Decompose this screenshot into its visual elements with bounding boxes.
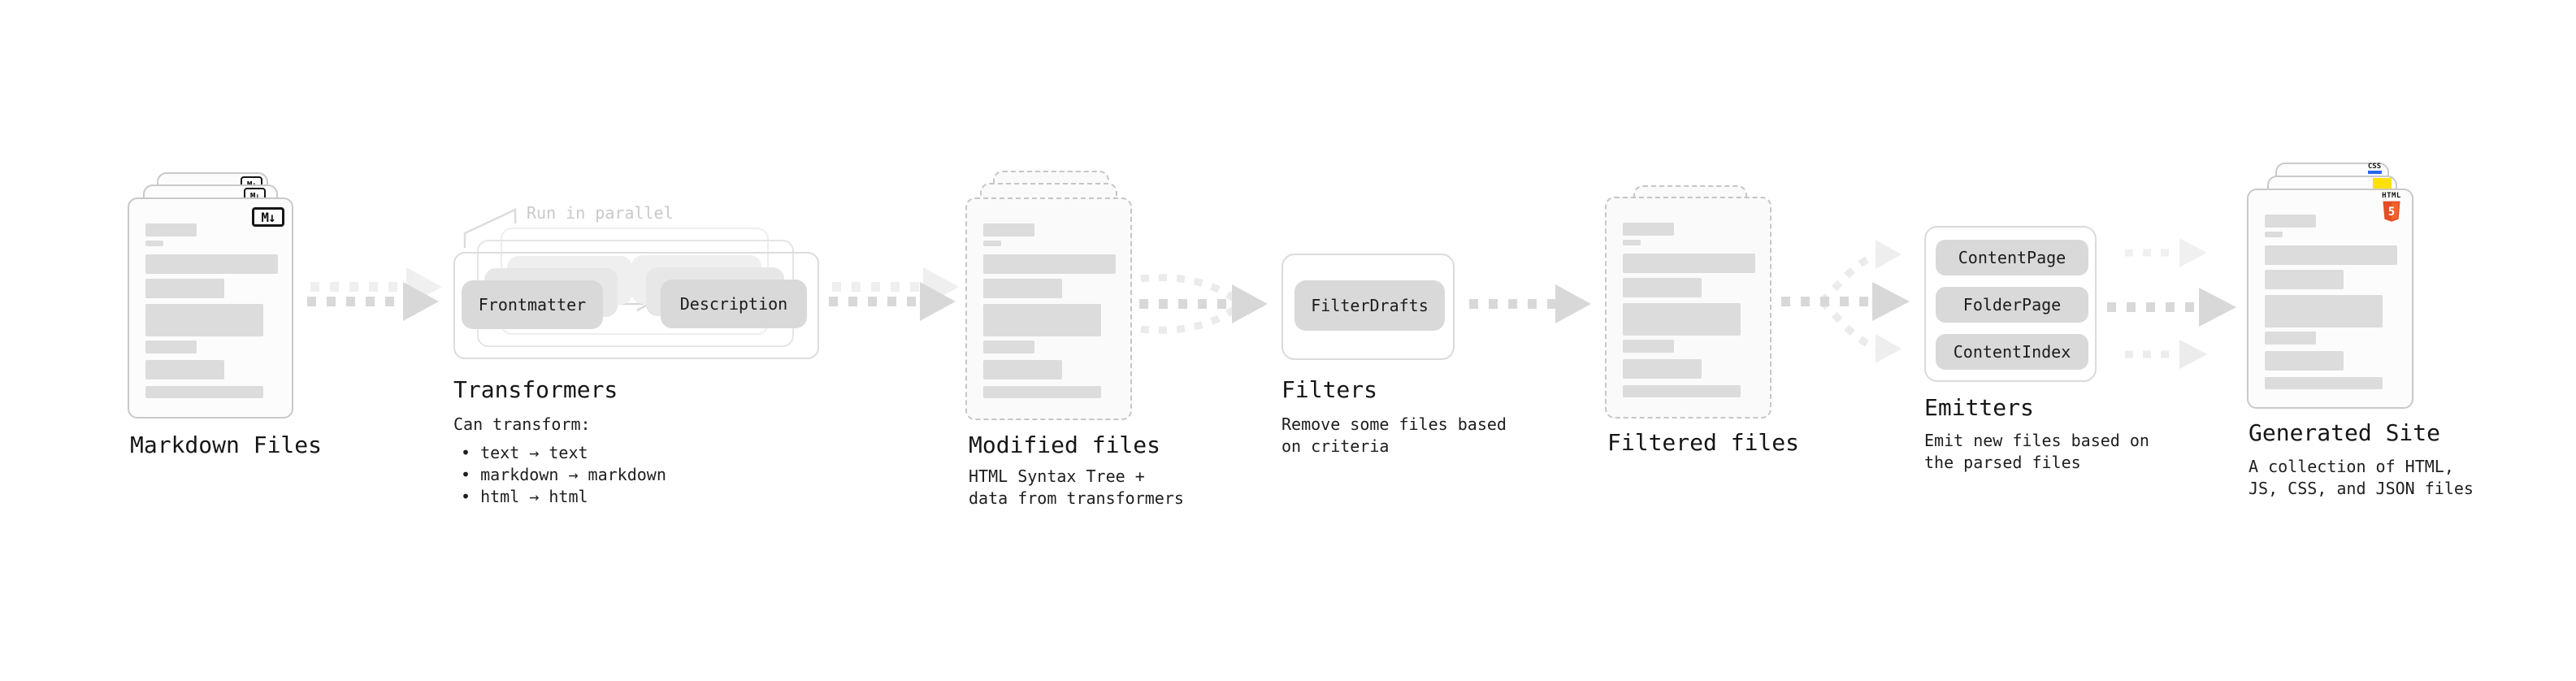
arrow-emitters-to-generated [2107,238,2236,369]
modified-files-title: Modified files [969,432,1161,458]
arrow-modified-to-filters [1139,274,1268,334]
arrow-filters-to-filtered [1469,284,1591,323]
markdown-files-label: Markdown Files [130,432,323,458]
transformers-bullet: • markdown → markdown [461,465,666,484]
filter-drafts-pill: FilterDrafts [1295,280,1445,331]
filtered-files-title: Filtered files [1607,429,1800,456]
transformer-layer-front [453,252,819,359]
filters-desc: on criteria [1281,436,1390,456]
content-index-pill: ContentIndex [1936,334,2088,370]
arrow-filtered-to-emitters [1781,240,1910,363]
markdown-file-card: M↓ [128,197,293,419]
folder-page-pill: FolderPage [1936,287,2088,323]
transformers-title: Transformers [453,376,618,403]
description-pill: Description [661,280,807,328]
emitters-title: Emitters [1924,394,2034,421]
markdown-icon: M↓ [252,207,284,227]
emitters-panel: ContentPage FolderPage ContentIndex [1924,226,2097,382]
doc-skeleton-lines [2249,215,2412,389]
css-file-icon: CSS [2365,163,2384,174]
doc-skeleton-lines [967,223,1130,398]
filters-panel: FilterDrafts [1281,254,1455,360]
transformers-bullet: • html → html [461,487,588,506]
frontmatter-pill: Frontmatter [462,280,603,329]
doc-skeleton-lines [129,223,292,398]
arrow-markdown-to-transformers [307,267,442,321]
svg-text:5: 5 [2388,206,2395,219]
generated-site-title: Generated Site [2249,419,2441,446]
modified-files-desc: data from transformers [969,488,1184,508]
run-in-parallel-label: Run in parallel [527,203,674,223]
emitters-desc: Emit new files based on [1924,431,2149,450]
callout-line [463,208,517,248]
transformers-bullet: • text → text [461,443,588,462]
content-page-pill: ContentPage [1936,240,2088,275]
modified-files-desc: HTML Syntax Tree + [969,466,1145,486]
modified-file-card [965,197,1132,420]
transformers-intro: Can transform: [453,414,591,434]
filters-title: Filters [1281,376,1378,403]
filters-desc: Remove some files based [1281,414,1507,434]
arrow-transformers-to-modified [829,267,959,321]
js-file-icon [2373,178,2392,189]
doc-skeleton-lines [1607,223,1770,397]
emitters-desc: the parsed files [1924,453,2081,472]
html5-icon: HTML 5 [2381,192,2402,223]
html-file-card [2247,189,2413,409]
generated-site-desc: A collection of HTML, [2249,457,2454,476]
filtered-file-card [1605,197,1772,419]
generated-site-desc: JS, CSS, and JSON files [2249,479,2474,498]
